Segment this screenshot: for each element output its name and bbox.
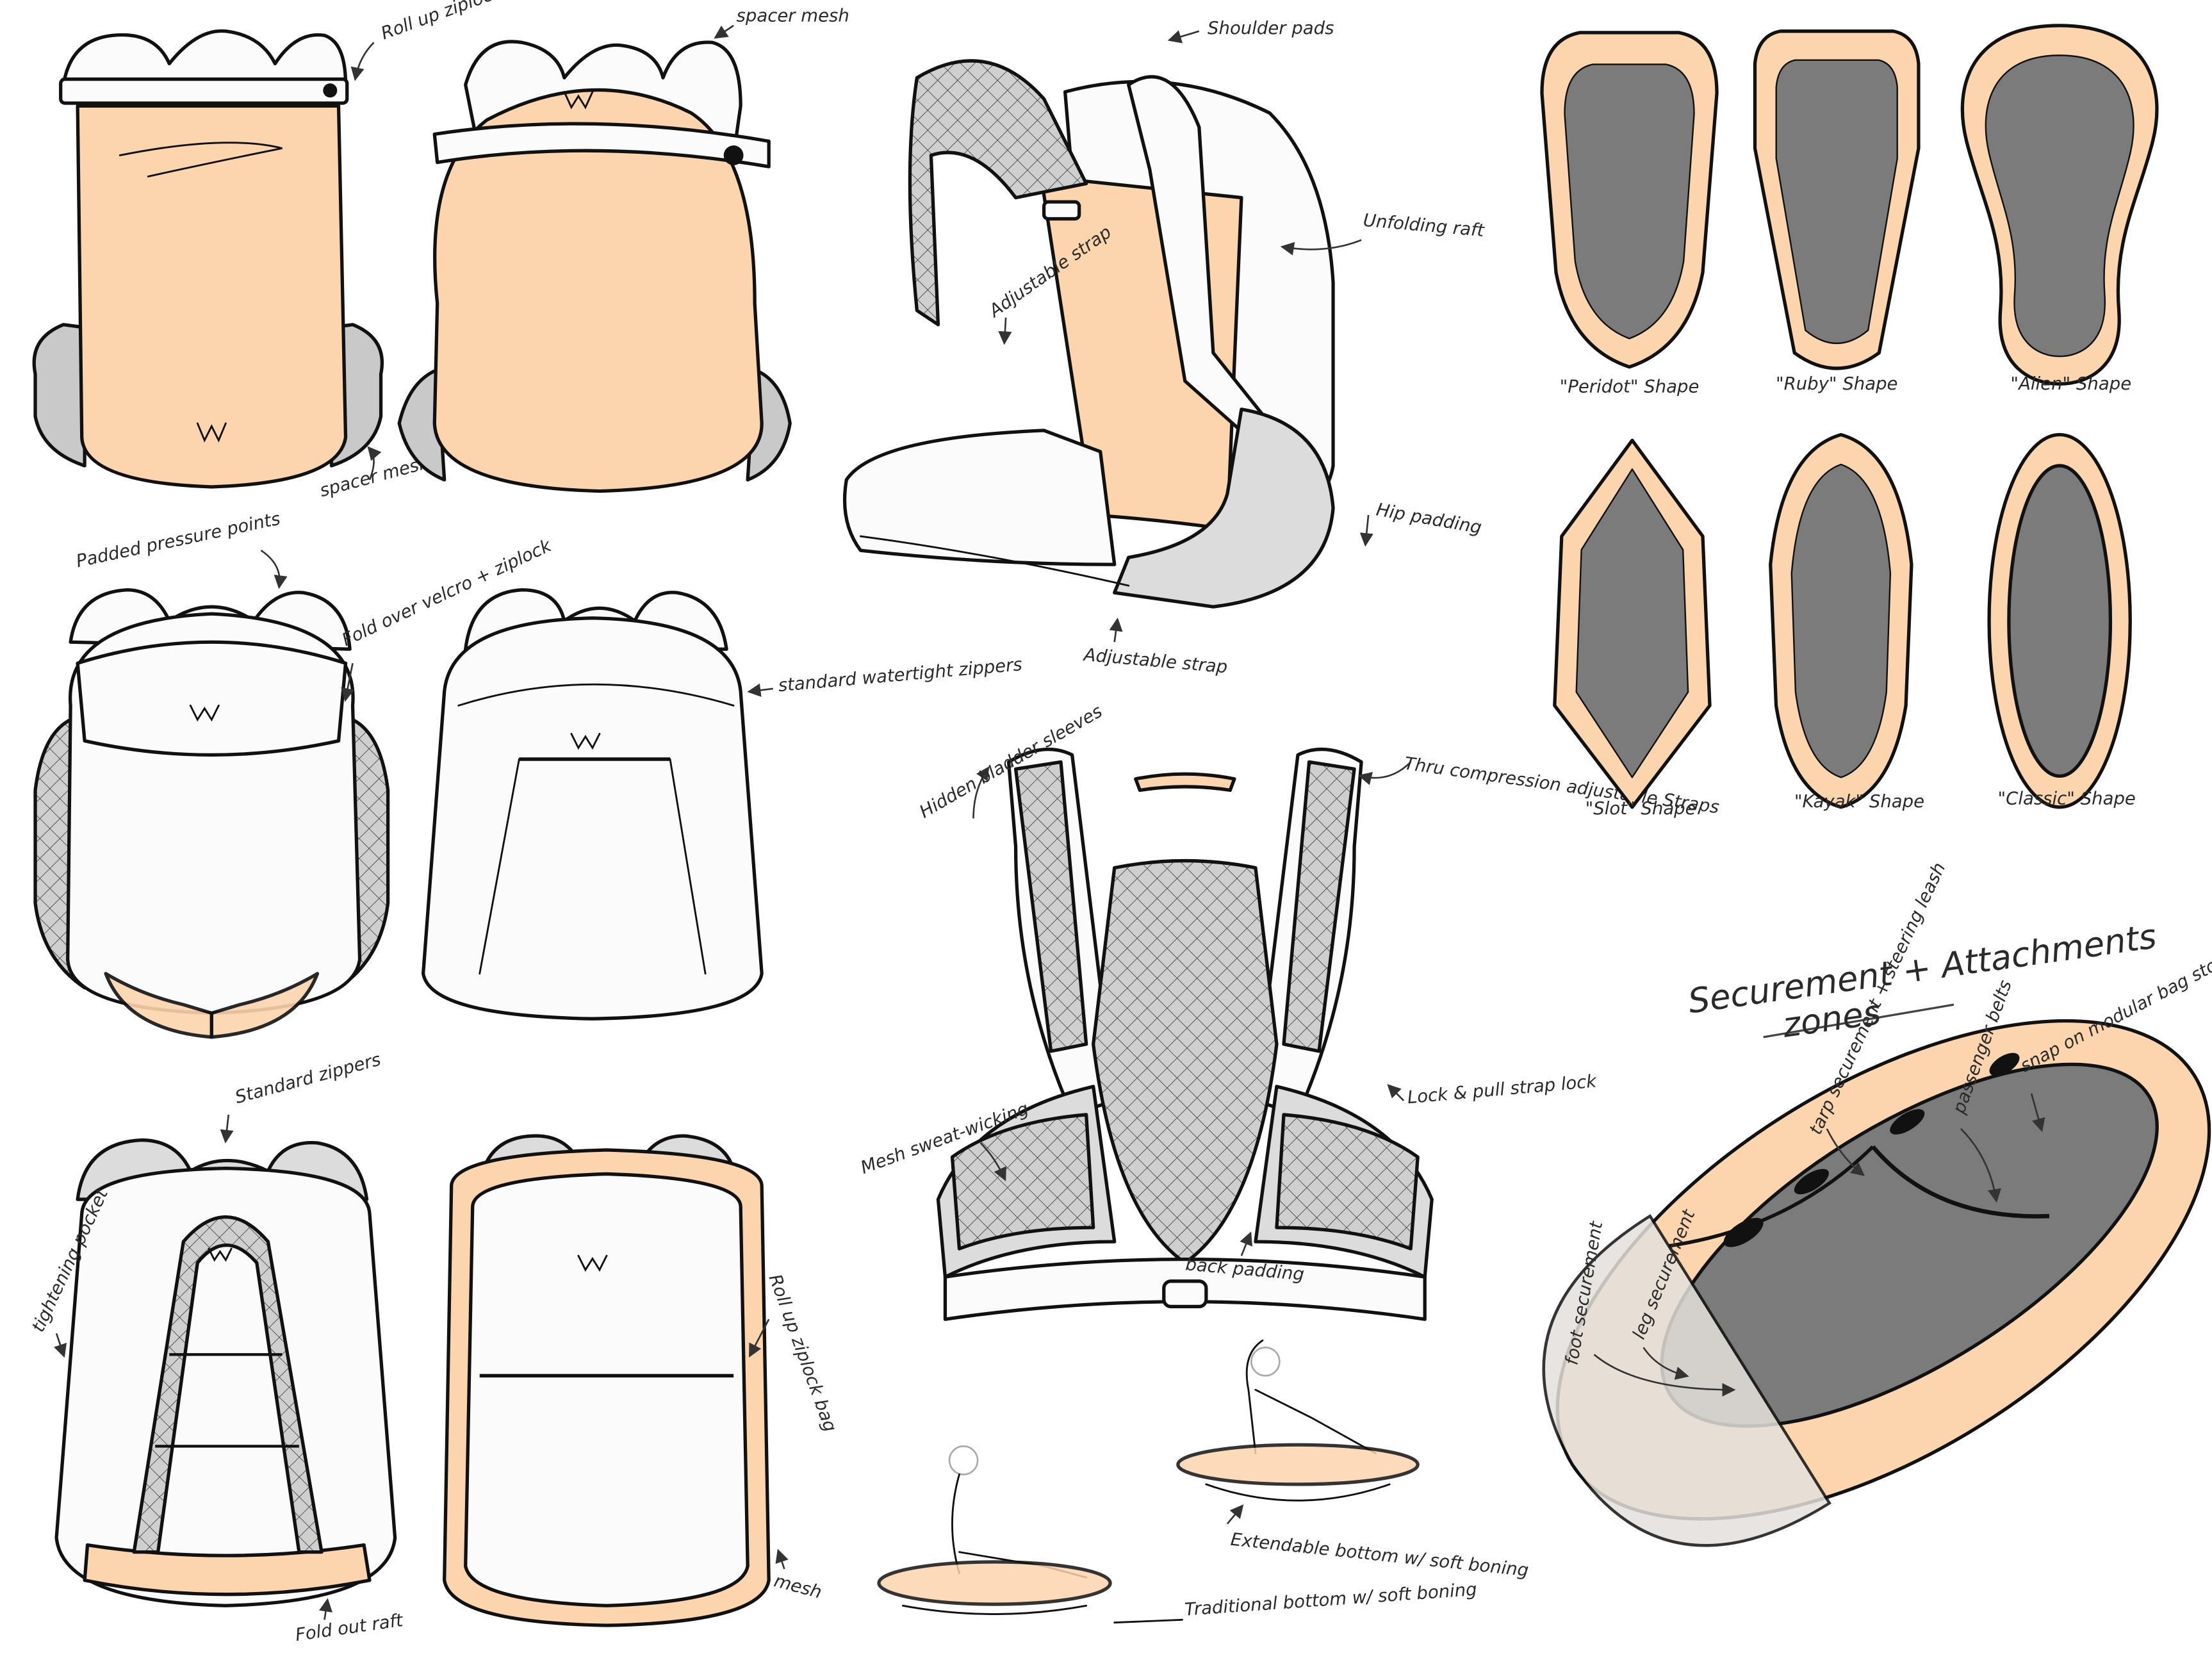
backpack-roll-up-bag bbox=[443, 1134, 771, 1627]
label-fold-out-raft: Fold out raft bbox=[294, 1598, 405, 1645]
raft-shape-classic bbox=[1987, 432, 2132, 809]
title-underline bbox=[1763, 1003, 1954, 1038]
attachment-patch-icon bbox=[1794, 1169, 1829, 1195]
hip-buckle-icon bbox=[1162, 1279, 1208, 1309]
label-standard-watertight-zippers: standard watertight zippers bbox=[747, 654, 1023, 697]
raft-shape-label-classic: "Classic" Shape bbox=[1997, 788, 2135, 808]
raft-shape-alien bbox=[1960, 24, 2159, 386]
label-spacer-mesh-top: spacer mesh bbox=[714, 5, 849, 39]
annotation-standard-zippers: Standard zippers bbox=[233, 1049, 382, 1108]
attachment-patch-icon bbox=[1989, 1053, 2020, 1076]
annotation-hip-padding: Hip padding bbox=[1375, 499, 1483, 538]
backpack-fold-over bbox=[33, 588, 390, 1039]
passenger-belt bbox=[1871, 1145, 2050, 1219]
backpack-tightening-pocket bbox=[54, 1138, 397, 1607]
annotation-roll-up-ziplock-bag: Roll up ziplock bag bbox=[765, 1272, 841, 1435]
label-mesh: mesh bbox=[772, 1548, 824, 1603]
raft-shape-label-ruby: "Ruby" Shape bbox=[1776, 373, 1898, 394]
label-standard-zippers: Standard zippers bbox=[220, 1049, 383, 1144]
raft-shape-label-slot: "Slot" Shape bbox=[1585, 798, 1696, 819]
raft-shape-slot bbox=[1553, 438, 1712, 809]
annotation-adjustable-strap-lower: Adjustable strap bbox=[1082, 644, 1229, 678]
raft-shape-peridot bbox=[1540, 31, 1719, 369]
annotation-extendable-bottom: Extendable bottom w/ soft boning bbox=[1230, 1529, 1530, 1581]
annotation-mesh: mesh bbox=[772, 1570, 824, 1602]
label-padded-pressure-points: Padded pressure points bbox=[74, 509, 288, 589]
label-lock-pull-strap-lock: Lock & pull strap lock bbox=[1387, 1071, 1598, 1108]
raft-shape-ruby bbox=[1753, 29, 1921, 370]
annotation-standard-watertight-zippers: standard watertight zippers bbox=[777, 654, 1022, 696]
raft-securement-zones bbox=[1542, 1019, 2211, 1547]
annotation-shoulder-pads: Shoulder pads bbox=[1208, 18, 1334, 38]
buckle-icon bbox=[723, 145, 744, 165]
securement-title-line1: Securement + Attachments bbox=[1686, 917, 2159, 1021]
backpack-back-rolltop bbox=[397, 40, 792, 493]
annotation-spacer-mesh-top: spacer mesh bbox=[737, 5, 849, 26]
svg-text:Roll up ziplock opening: Roll up ziplock opening bbox=[378, 0, 577, 44]
buckle-icon bbox=[323, 83, 338, 98]
chest-buckle-icon bbox=[1042, 200, 1081, 221]
annotation-roll-up-ziplock-opening: Roll up ziplock opening bbox=[378, 0, 577, 44]
label-extendable-bottom: Extendable bottom w/ soft boning bbox=[1226, 1504, 1530, 1581]
raft-shape-kayak bbox=[1769, 432, 1913, 809]
raft-shape-label-alien: "Alien" Shape bbox=[2010, 373, 2131, 394]
backpack-side-view bbox=[842, 59, 1335, 609]
attachment-patch-icon bbox=[1890, 1109, 1925, 1135]
label-hip-padding: Hip padding bbox=[1359, 499, 1483, 547]
label-traditional-bottom: Traditional bottom w/ soft boning bbox=[1113, 1579, 1478, 1624]
label-adjustable-strap-lower: Adjustable strap bbox=[1082, 617, 1229, 678]
label-shoulder-pads: Shoulder pads bbox=[1167, 18, 1334, 44]
annotation-lock-pull-strap-lock: Lock & pull strap lock bbox=[1407, 1071, 1598, 1108]
backpack-watertight-zippers bbox=[422, 588, 764, 1021]
raft-shape-label-peridot: "Peridot" Shape bbox=[1560, 376, 1700, 397]
raft-traditional-bottom bbox=[877, 1445, 1112, 1615]
harness-back-panel bbox=[936, 748, 1434, 1321]
annotation-padded-pressure-points: Padded pressure points bbox=[74, 509, 282, 572]
annotation-traditional-bottom: Traditional bottom w/ soft boning bbox=[1184, 1579, 1478, 1620]
annotation-fold-out-raft: Fold out raft bbox=[294, 1610, 405, 1645]
raft-extendable-bottom bbox=[1176, 1339, 1420, 1502]
raft-shape-label-kayak: "Kayak" Shape bbox=[1794, 791, 1924, 812]
annotation-unfolding-raft: Unfolding raft bbox=[1363, 210, 1486, 241]
backpack-front-rolltop bbox=[32, 29, 384, 489]
